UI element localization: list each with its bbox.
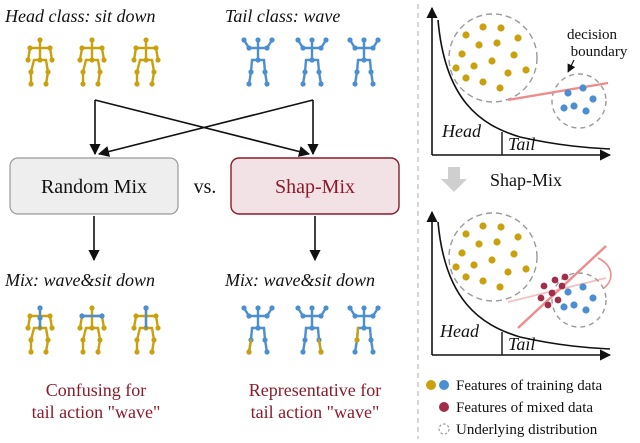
caption-left-line2: tail action "wave" — [32, 402, 161, 422]
random-mix-box — [9, 157, 179, 215]
tail-distribution-circle-bottom — [551, 272, 607, 328]
legend-training-label: Features of training data — [456, 378, 603, 394]
head-distribution-circle-bottom — [448, 212, 538, 302]
decision-boundary-label-line2: boundary — [571, 44, 628, 60]
caption-left-line1: Confusing for — [46, 380, 147, 400]
shap-mix-label: Shap-Mix — [275, 176, 355, 198]
gold-points-bottom — [452, 222, 530, 291]
skeleton-wave-1 — [240, 36, 276, 88]
legend-underlying-label: Underlying distribution — [456, 422, 598, 438]
tail-label-top: Tail — [508, 134, 535, 154]
mix-right-title: Mix: wave&sit down — [224, 270, 375, 290]
decision-boundary-top — [507, 81, 609, 102]
tail-label-bottom: Tail — [508, 334, 535, 354]
shap-mix-skeletons — [240, 304, 382, 356]
shap-mix-box — [230, 157, 400, 215]
blue-points-bottom — [560, 283, 597, 314]
skeleton-sit-1 — [24, 36, 56, 88]
decision-boundary-label-line1: decision — [567, 27, 617, 43]
shap-mix-transition: Shap-Mix — [441, 167, 562, 192]
legend-gold-dot — [426, 380, 436, 390]
legend-mixed-dot — [439, 402, 449, 412]
bottom-plot: Head Tail — [426, 210, 612, 361]
down-arrows — [88, 216, 321, 262]
head-label-bottom: Head — [439, 321, 480, 341]
shap-mix-arrow-label: Shap-Mix — [490, 170, 562, 190]
skeleton-wave-3 — [346, 36, 382, 88]
crossing-arrows — [89, 99, 319, 157]
head-distribution-circle-top — [448, 13, 538, 103]
head-class-skeletons — [24, 36, 162, 88]
legend: Features of training data Features of mi… — [426, 378, 603, 438]
tail-distribution-circle-top — [551, 73, 607, 129]
skeleton-sit-3 — [130, 36, 162, 88]
head-class-title: Head class: sit down — [4, 6, 156, 26]
tail-class-title: Tail class: wave — [225, 6, 340, 26]
right-panel: decision boundary Head Tail Shap-Mix — [426, 6, 628, 438]
legend-mixed-label: Features of mixed data — [456, 400, 593, 416]
random-mix-skeletons — [24, 304, 162, 356]
caption-right-line1: Representative for — [249, 380, 381, 400]
vs-label: vs. — [194, 176, 217, 198]
head-label-top: Head — [441, 121, 482, 141]
skeleton-sit-2 — [76, 36, 108, 88]
gold-points-top — [452, 23, 530, 92]
top-plot: decision boundary Head Tail — [426, 6, 628, 161]
left-panel: Head class: sit down Tail class: wave Ra… — [4, 6, 400, 422]
decision-boundary-old — [507, 277, 607, 303]
mixed-points-bottom — [537, 273, 569, 309]
random-mix-label: Random Mix — [41, 176, 147, 198]
skeleton-wave-2 — [294, 36, 330, 88]
legend-dashed-circle — [438, 423, 450, 435]
boundary-shift-arrow — [597, 257, 612, 289]
legend-blue-dot — [439, 380, 449, 390]
tail-class-skeletons — [240, 36, 382, 88]
blue-points-top — [560, 84, 597, 115]
down-arrow-icon — [441, 167, 467, 192]
mix-left-title: Mix: wave&sit down — [4, 270, 155, 290]
caption-right-line2: tail action "wave" — [251, 402, 380, 422]
